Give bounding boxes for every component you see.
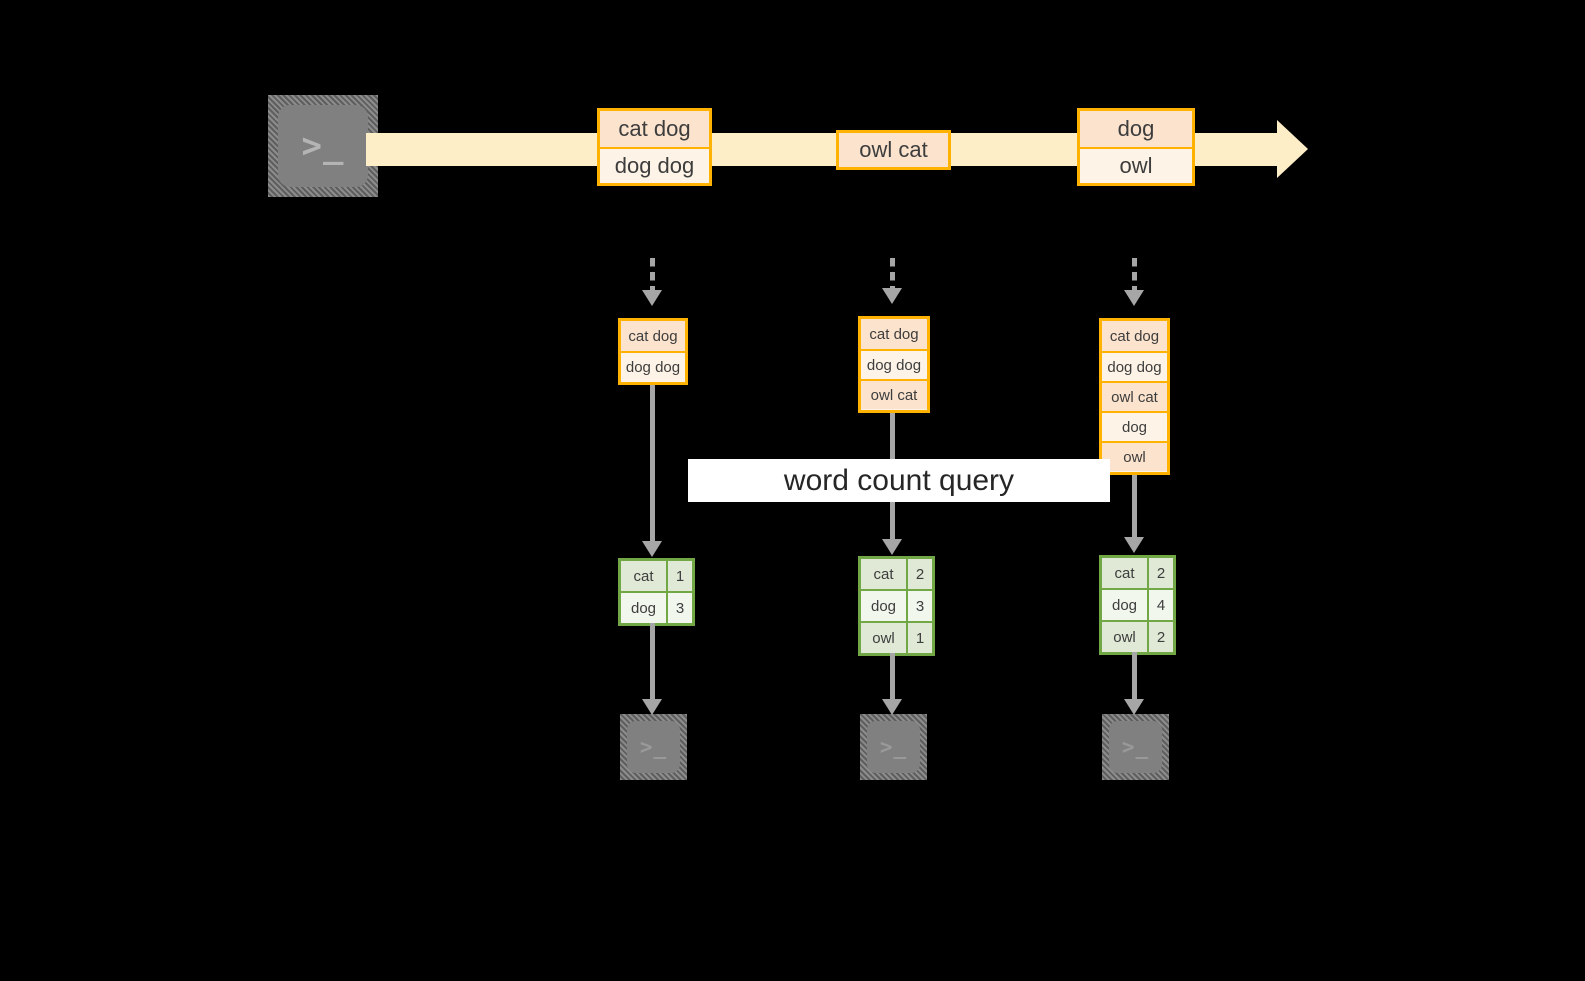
sink-terminal-icon: >_ [1102,714,1169,780]
stream-to-snapshot-connector [1132,258,1137,292]
snapshot-line: owl cat [861,379,927,409]
result-count: 1 [666,561,692,591]
result-table: cat 2 dog 4 owl 2 [1099,555,1176,655]
result-to-sink-connector [1132,652,1137,699]
result-word: dog [861,591,906,621]
stream-event-box: cat dog dog dog [597,108,712,186]
stream-event-line: owl [1080,147,1192,183]
snapshot-box: cat dog dog dog [618,318,688,385]
stream-event-line: dog dog [600,147,709,183]
snapshot-box: cat dog dog dog owl cat [858,316,930,413]
result-row: cat 1 [621,561,692,591]
terminal-prompt-glyph: >_ [879,735,908,759]
stream-event-line: owl cat [839,133,948,167]
result-row: dog 4 [1102,588,1173,620]
stream-event-box: dog owl [1077,108,1195,186]
result-to-sink-connector [650,623,655,699]
stream-event-line: dog [1080,111,1192,147]
result-count: 1 [906,623,932,653]
source-terminal-icon: >_ [268,95,378,197]
result-count: 4 [1147,590,1173,620]
stream-to-snapshot-arrowhead-icon [882,288,902,304]
result-word: dog [1102,590,1147,620]
result-count: 3 [666,593,692,623]
stream-to-snapshot-arrowhead-icon [642,290,662,306]
stream-to-snapshot-arrowhead-icon [1124,290,1144,306]
result-row: dog 3 [621,591,692,623]
result-count: 2 [906,559,932,589]
snapshot-line: owl cat [1102,381,1167,411]
snapshot-to-result-connector [650,385,655,541]
result-word: cat [861,559,906,589]
result-word: cat [621,561,666,591]
stream-to-snapshot-connector [650,258,655,292]
snapshot-line: dog dog [861,349,927,379]
terminal-screen [1109,721,1162,773]
snapshot-to-result-arrowhead-icon [882,539,902,555]
result-row: cat 2 [1102,558,1173,588]
snapshot-line: cat dog [1102,321,1167,351]
snapshot-line: dog [1102,411,1167,441]
terminal-prompt-glyph: >_ [639,735,668,759]
result-to-sink-arrowhead-icon [1124,699,1144,715]
result-word: dog [621,593,666,623]
query-label: word count query [688,459,1110,502]
stream-event-line: cat dog [600,111,709,147]
result-word: cat [1102,558,1147,588]
terminal-screen [627,721,680,773]
snapshot-to-result-connector [1132,475,1137,537]
stream-event-box: owl cat [836,130,951,170]
stream-to-snapshot-connector [890,258,895,290]
result-row: owl 1 [861,621,932,653]
terminal-screen [278,105,368,187]
snapshot-box: cat dog dog dog owl cat dog owl [1099,318,1170,475]
snapshot-line: dog dog [621,351,685,381]
result-word: owl [861,623,906,653]
terminal-prompt-glyph: >_ [1121,735,1150,759]
result-to-sink-arrowhead-icon [642,699,662,715]
snapshot-line: dog dog [1102,351,1167,381]
result-table: cat 2 dog 3 owl 1 [858,556,935,656]
sink-terminal-icon: >_ [620,714,687,780]
result-count: 2 [1147,622,1173,652]
result-row: cat 2 [861,559,932,589]
snapshot-to-result-arrowhead-icon [1124,537,1144,553]
sink-terminal-icon: >_ [860,714,927,780]
snapshot-line: owl [1102,441,1167,471]
result-to-sink-arrowhead-icon [882,699,902,715]
stream-arrowhead-icon [1277,120,1308,178]
result-table: cat 1 dog 3 [618,558,695,626]
result-count: 3 [906,591,932,621]
result-row: owl 2 [1102,620,1173,652]
result-word: owl [1102,622,1147,652]
result-count: 2 [1147,558,1173,588]
result-row: dog 3 [861,589,932,621]
terminal-prompt-glyph: >_ [301,126,345,166]
snapshot-to-result-arrowhead-icon [642,541,662,557]
snapshot-line: cat dog [621,321,685,351]
terminal-screen [867,721,920,773]
result-to-sink-connector [890,653,895,699]
snapshot-line: cat dog [861,319,927,349]
